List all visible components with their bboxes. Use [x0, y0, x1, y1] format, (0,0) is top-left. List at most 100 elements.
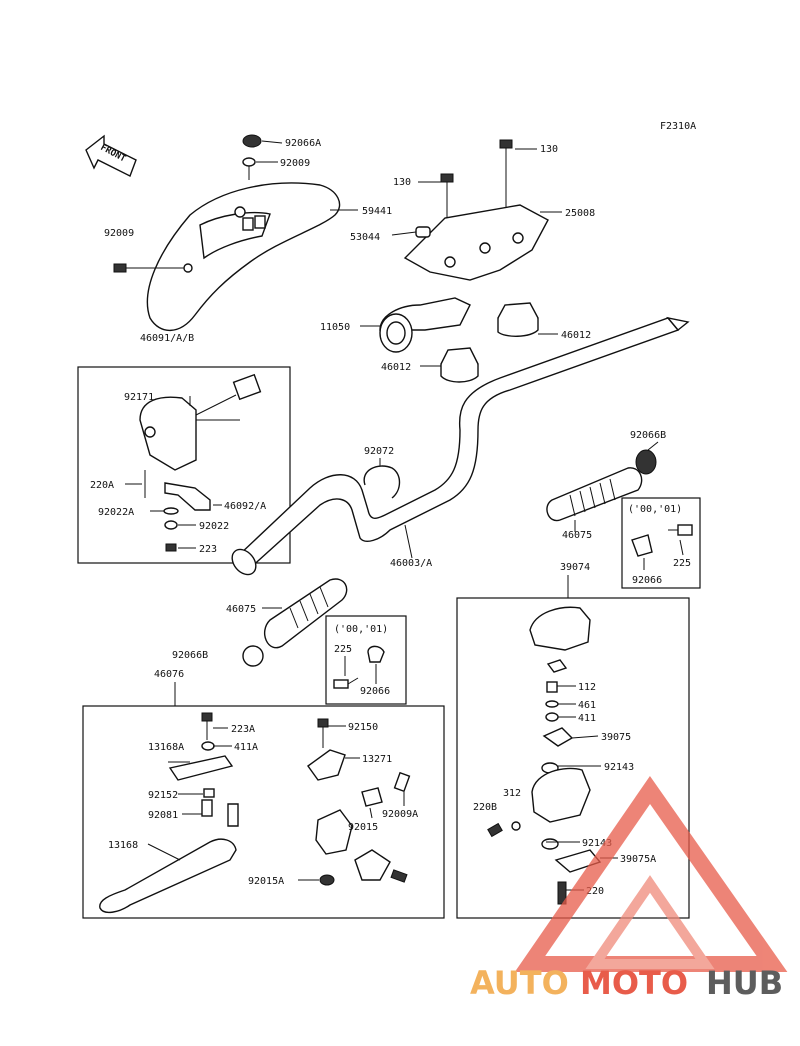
- label-312: 312: [503, 788, 521, 799]
- screw-312-icon: [511, 821, 521, 831]
- cap-92066-right-icon: [631, 534, 653, 557]
- handlebar-cover: [146, 182, 341, 332]
- label-461: 461: [578, 700, 596, 711]
- screw-223-icon: [165, 543, 177, 552]
- lever-group: [99, 712, 239, 914]
- label-59441: 59441: [362, 206, 392, 217]
- label-411A: 411A: [234, 742, 258, 753]
- label-130-left: 130: [393, 177, 411, 188]
- lever-46092: [164, 482, 211, 511]
- clamp-92072: [363, 465, 401, 499]
- label-46075-right: 46075: [562, 530, 592, 541]
- cap-92066B-left-icon: [242, 645, 264, 667]
- bolt-220B-icon: [487, 822, 503, 838]
- watermark-part1: AUTO: [470, 964, 569, 1002]
- label-223: 223: [199, 544, 217, 555]
- label-39075: 39075: [601, 732, 631, 743]
- label-00-01-right: ('00,'01): [628, 504, 682, 515]
- bolt-92009A-icon: [393, 771, 411, 793]
- throttle-housing: [531, 767, 591, 823]
- left-switch-group: [125, 373, 262, 552]
- label-13168A: 13168A: [148, 742, 184, 753]
- grip-46075-left: [264, 578, 348, 649]
- screw-225-right-icon: [677, 524, 693, 536]
- label-92022A: 92022A: [98, 507, 134, 518]
- mount-block: [315, 809, 353, 855]
- label-00-01-left: ('00,'01): [334, 624, 388, 635]
- right-grip-group: [546, 441, 659, 532]
- label-92171: 92171: [124, 392, 154, 403]
- nut-92022-icon: [164, 520, 178, 530]
- label-112: 112: [578, 682, 596, 693]
- label-46012-lower: 46012: [381, 362, 411, 373]
- cap-92066-left-icon: [367, 645, 385, 663]
- label-92152: 92152: [148, 790, 178, 801]
- washer-411-icon: [545, 712, 559, 722]
- label-92009-top: 92009: [280, 158, 310, 169]
- bracket-group: [360, 139, 562, 383]
- cap-92066A-icon: [242, 134, 262, 148]
- handlebar-cover-group: [113, 134, 358, 332]
- label-25008: 25008: [565, 208, 595, 219]
- spring-92081-icon: [201, 799, 213, 817]
- throttle-box: [456, 597, 690, 919]
- label-92066-right: 92066: [632, 575, 662, 586]
- label-220B: 220B: [473, 802, 497, 813]
- bolt-92150-icon: [317, 718, 329, 728]
- bolt-223A-icon: [201, 712, 213, 722]
- figure-code: F2310A: [660, 121, 696, 132]
- left-grip-group: [242, 578, 348, 667]
- switch-housing: [139, 396, 197, 471]
- bracket-25008: [403, 204, 549, 281]
- label-92015A: 92015A: [248, 876, 284, 887]
- plate-13168A: [168, 755, 234, 781]
- label-46075-left: 46075: [226, 604, 256, 615]
- variant-left-parts: [333, 645, 385, 689]
- screw-112-icon: [546, 681, 558, 693]
- cover-39074: [529, 606, 591, 651]
- handlebar-group: [231, 316, 690, 576]
- label-39074: 39074: [560, 562, 590, 573]
- grip-46075-right: [546, 467, 643, 522]
- label-92015: 92015: [348, 822, 378, 833]
- cable-39075: [542, 727, 574, 747]
- watermark-logo: [514, 775, 788, 972]
- label-92066-left: 92066: [360, 686, 390, 697]
- screw-225-left-icon: [333, 679, 349, 689]
- washer-461-icon: [545, 700, 559, 708]
- label-92081: 92081: [148, 810, 178, 821]
- nut-411A-icon: [201, 741, 215, 751]
- label-92009A: 92009A: [382, 809, 418, 820]
- washer-92022A-icon: [163, 507, 179, 515]
- label-220A: 220A: [90, 480, 114, 491]
- throttle-group: [487, 606, 618, 905]
- label-130-right: 130: [540, 144, 558, 155]
- watermark-part3: HUB: [706, 964, 783, 1002]
- watermark-part2: MOTO: [580, 964, 688, 1002]
- label-92150: 92150: [348, 722, 378, 733]
- handlebar-46003: [237, 317, 680, 572]
- label-92022: 92022: [199, 521, 229, 532]
- label-220: 220: [586, 886, 604, 897]
- label-225-left: 225: [334, 644, 352, 655]
- label-225-right: 225: [673, 558, 691, 569]
- label-223A: 223A: [231, 724, 255, 735]
- variant-box-right: [621, 497, 701, 589]
- label-92066B-right: 92066B: [630, 430, 666, 441]
- label-46092: 46092/A: [224, 501, 266, 512]
- damper-53044-icon: [415, 226, 431, 238]
- label-92009-left: 92009: [104, 228, 134, 239]
- connector-icon: [232, 373, 262, 401]
- bolt-130-left-icon: [440, 173, 454, 183]
- screw-92009-left-icon: [113, 263, 127, 273]
- label-411: 411: [578, 713, 596, 724]
- variant-right-parts: [631, 524, 693, 570]
- label-13271: 13271: [362, 754, 392, 765]
- label-11050: 11050: [320, 322, 350, 333]
- label-46003: 46003/A: [390, 558, 432, 569]
- front-arrow-icon: FRONT: [85, 134, 137, 177]
- nut-92015A-icon: [319, 874, 335, 886]
- bracket-13271: [307, 749, 346, 781]
- pin-92152-icon: [203, 788, 215, 798]
